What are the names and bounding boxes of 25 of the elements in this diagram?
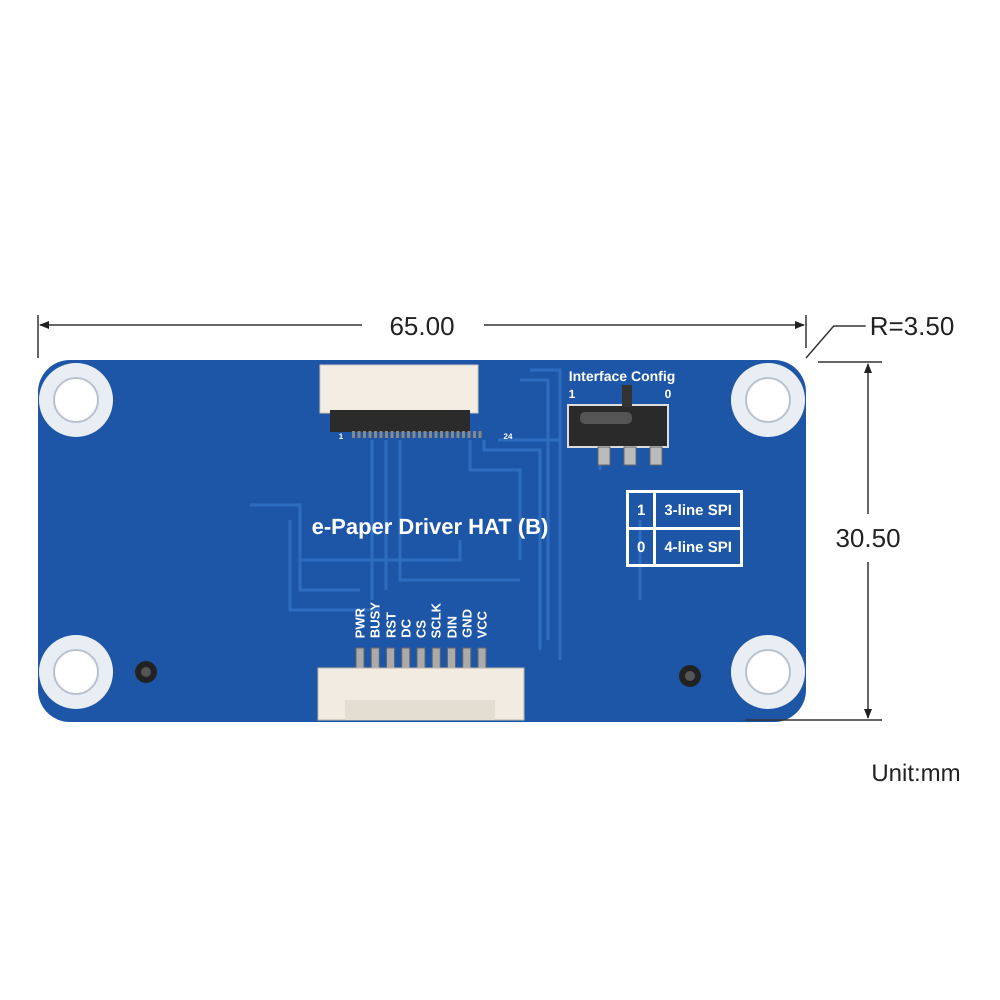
pin-number: 24 — [504, 433, 512, 441]
pin-label: GND — [460, 609, 474, 638]
pin-label: DC — [399, 619, 412, 638]
unit-note: Unit:mm — [871, 762, 961, 786]
leader-line — [805, 325, 866, 358]
table-cell: 0 — [628, 528, 655, 566]
pin-label: VCC — [476, 610, 488, 638]
table-cell: 1 — [628, 492, 655, 528]
pin-label: SCLK — [430, 602, 443, 638]
pin-label: PWR — [354, 608, 366, 638]
pin-label: DIN — [445, 616, 458, 638]
pin-number: 1 — [338, 433, 344, 441]
switch-position-number: 1 — [568, 388, 576, 400]
pin-label: BUSY — [368, 602, 382, 638]
pin-label: RST — [384, 612, 397, 638]
pin-label: CS — [414, 620, 428, 638]
switch-position-number: 0 — [664, 388, 672, 400]
table-cell: 4-line SPI — [654, 528, 742, 566]
dimension-value: 65.00 — [389, 313, 455, 339]
pcb-board-drawing — [38, 360, 806, 722]
silkscreen-heading: Interface Config — [568, 369, 676, 383]
board-title: e-Paper Driver HAT (B) — [312, 516, 548, 538]
table-cell: 3-line SPI — [654, 492, 742, 528]
dimension-value: R=3.50 — [870, 313, 954, 339]
dimension-value: 30.50 — [835, 525, 901, 551]
